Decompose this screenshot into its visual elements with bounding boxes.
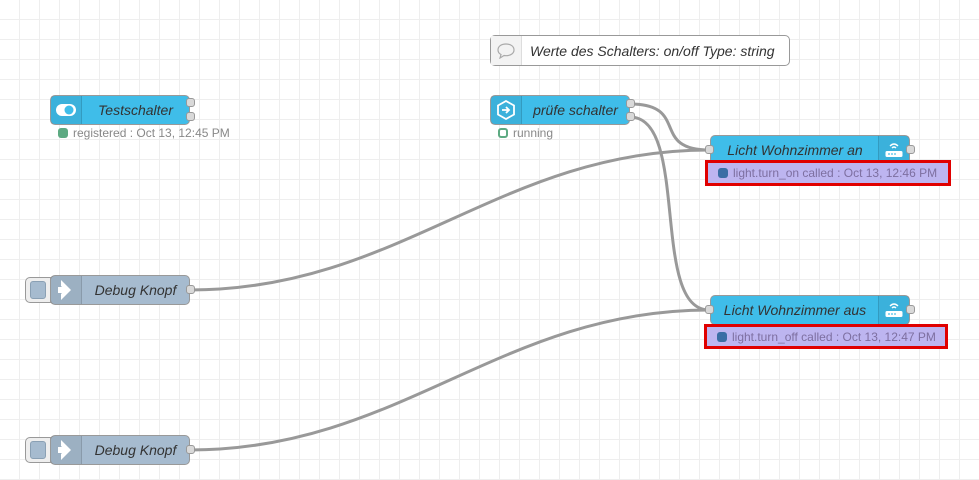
debug-knopf-label: Debug Knopf bbox=[94, 442, 177, 458]
wire-pruefe-to-licht-aus[interactable] bbox=[629, 115, 710, 312]
debug1-inject-button[interactable] bbox=[25, 277, 51, 303]
licht-aus-label: Licht Wohnzimmer aus bbox=[723, 302, 867, 318]
pruefe-schalter-label: prüfe schalter bbox=[533, 102, 618, 118]
comment-text: Werte des Schalters: on/off Type: string bbox=[530, 42, 775, 59]
debug-knopf-node-1[interactable]: Debug Knopf bbox=[50, 275, 195, 305]
licht-wohnzimmer-aus-node[interactable]: Licht Wohnzimmer aus bbox=[705, 295, 915, 325]
licht-an-output-port[interactable] bbox=[906, 145, 915, 154]
licht-aus-input-port[interactable] bbox=[705, 305, 714, 314]
status-dot bbox=[717, 331, 727, 342]
switch-node-icon bbox=[491, 96, 522, 124]
status-dot bbox=[498, 128, 508, 138]
testschalter-node[interactable]: Testschalter bbox=[50, 95, 195, 125]
status-text: registered : Oct 13, 12:45 PM bbox=[73, 126, 230, 140]
licht-aus-output-port[interactable] bbox=[906, 305, 915, 314]
testschalter-output-port-1[interactable] bbox=[186, 98, 195, 107]
router-icon bbox=[878, 296, 909, 324]
toggle-switch-icon bbox=[51, 96, 82, 124]
pruefe-output-port-2[interactable] bbox=[626, 112, 635, 121]
wire-debug1-to-licht-an[interactable] bbox=[189, 148, 710, 292]
status-text: light.turn_on called : Oct 13, 12:46 PM bbox=[733, 166, 938, 180]
licht-an-status: light.turn_on called : Oct 13, 12:46 PM bbox=[705, 160, 951, 186]
status-text: light.turn_off called : Oct 13, 12:47 PM bbox=[732, 329, 936, 344]
debug1-output-port[interactable] bbox=[186, 285, 195, 294]
testschalter-label: Testschalter bbox=[98, 102, 173, 118]
status-dot bbox=[718, 168, 728, 178]
wire-pruefe-to-licht-an[interactable] bbox=[629, 102, 710, 152]
licht-an-input-port[interactable] bbox=[705, 145, 714, 154]
pruefe-schalter-status: running bbox=[498, 126, 553, 140]
router-icon bbox=[878, 136, 909, 164]
debug2-inject-button[interactable] bbox=[25, 437, 51, 463]
licht-an-label: Licht Wohnzimmer an bbox=[727, 142, 863, 158]
debug-knopf-label: Debug Knopf bbox=[94, 282, 177, 298]
testschalter-status: registered : Oct 13, 12:45 PM bbox=[58, 126, 230, 140]
debug2-output-port[interactable] bbox=[186, 445, 195, 454]
testschalter-output-port-2[interactable] bbox=[186, 112, 195, 121]
status-dot bbox=[58, 128, 68, 138]
comment-node[interactable]: Werte des Schalters: on/off Type: string bbox=[490, 35, 790, 66]
inject-arrow-icon bbox=[51, 276, 82, 304]
debug-knopf-node-2[interactable]: Debug Knopf bbox=[50, 435, 195, 465]
inject-arrow-icon bbox=[51, 436, 82, 464]
speech-bubble-icon bbox=[491, 36, 522, 65]
pruefe-output-port-1[interactable] bbox=[626, 99, 635, 108]
licht-aus-status: light.turn_off called : Oct 13, 12:47 PM bbox=[704, 324, 948, 349]
pruefe-schalter-node[interactable]: prüfe schalter bbox=[490, 95, 635, 125]
status-text: running bbox=[513, 126, 554, 140]
wire-debug2-to-licht-aus[interactable] bbox=[189, 308, 710, 452]
